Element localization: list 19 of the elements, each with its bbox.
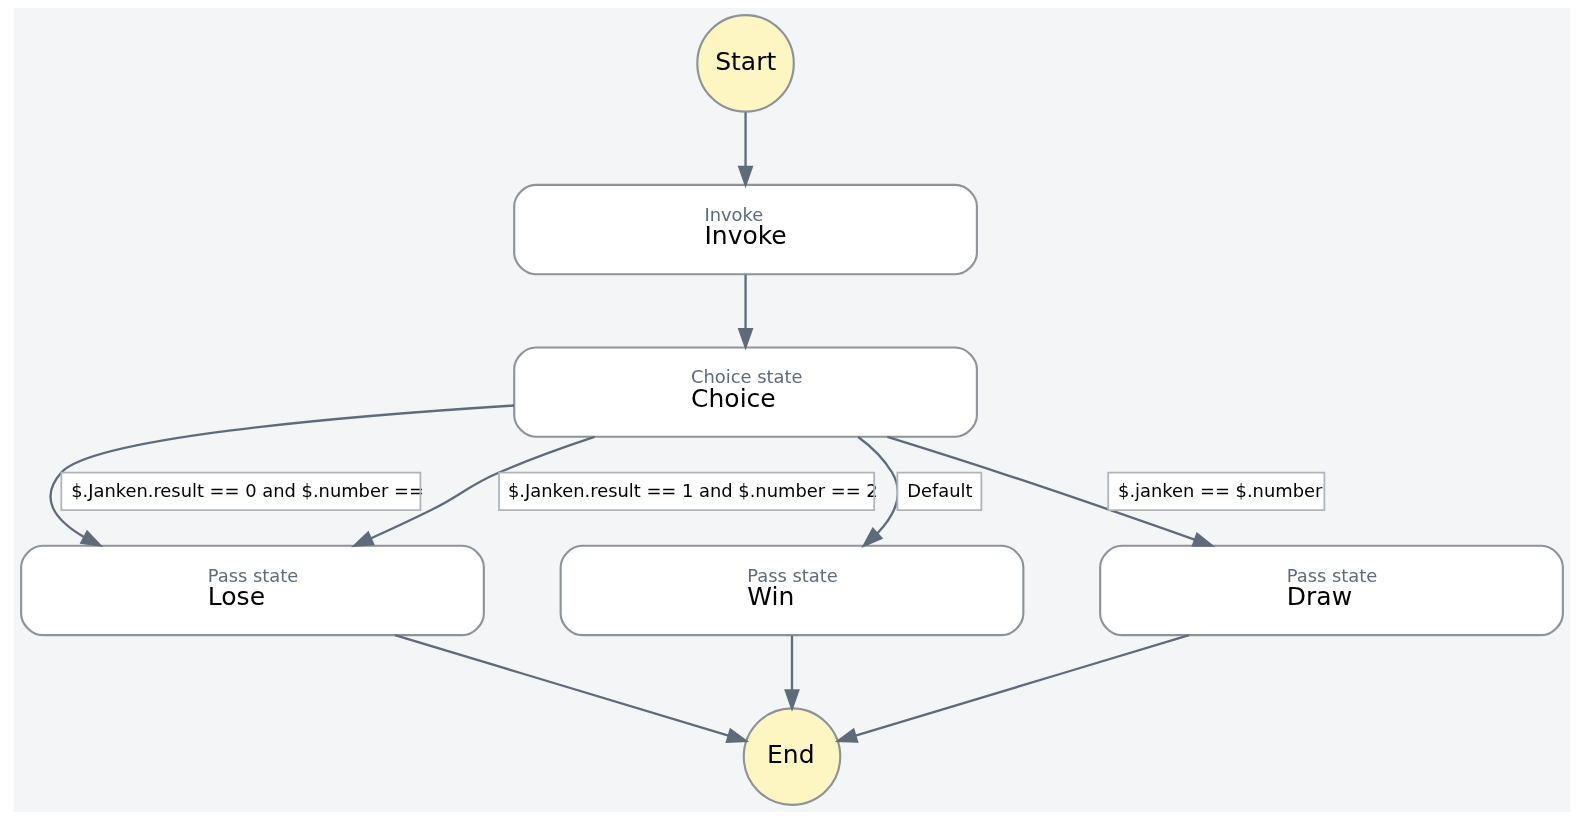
arrow (737, 274, 754, 351)
node-box: Pass state Win (559, 544, 1025, 637)
arrow (737, 112, 754, 189)
node-box: Pass state Draw (1099, 544, 1564, 637)
edge-label: $.janken == $.number (1118, 479, 1323, 501)
node-circle: End (742, 707, 842, 806)
node-box: Pass state Lose (20, 544, 485, 637)
node-box: Invoke Invoke (513, 183, 978, 276)
arrow (49, 404, 515, 548)
arrow (351, 435, 595, 548)
edge-label: Default (907, 479, 973, 501)
arrow (887, 435, 1216, 547)
node-box: Choice state Choice (513, 346, 978, 438)
edge-label: $.Janken.result == 0 and $.number == (71, 479, 424, 501)
arrow (784, 635, 800, 712)
arrow (857, 436, 899, 549)
arrow (834, 634, 1190, 743)
node-circle: Start (696, 14, 795, 113)
arrow (394, 634, 750, 743)
